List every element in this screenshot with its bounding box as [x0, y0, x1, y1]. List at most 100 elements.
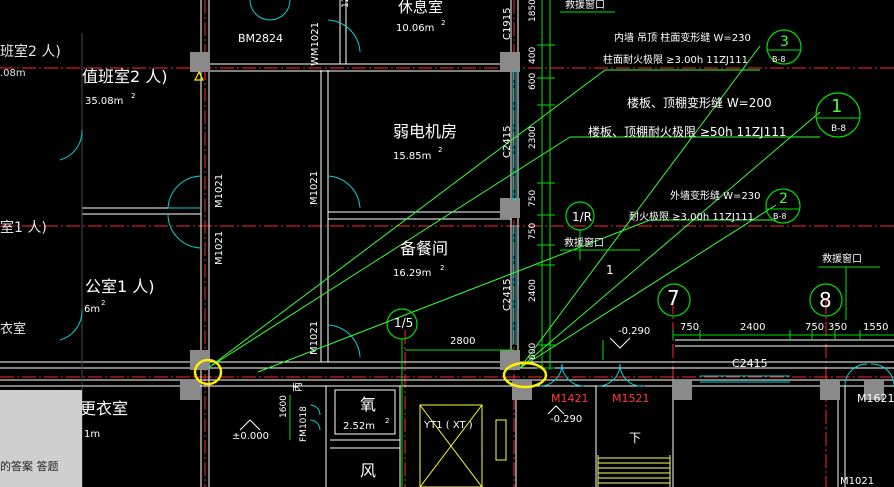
- overlay-text: 的答案 答题: [0, 460, 59, 473]
- door-swing-16: [309, 419, 321, 431]
- room-name-duty-left: 班室2 人): [0, 43, 61, 60]
- note-rescue-window-2: 救援窗口: [564, 236, 604, 249]
- room-name-elevator: YT1 ( XT ): [423, 420, 473, 431]
- room-name-dress-frag: 衣室: [0, 321, 26, 337]
- room-name-dress: 更衣室: [80, 399, 128, 418]
- elevator-shaft: [419, 404, 483, 487]
- room-area-office: 6m: [84, 304, 100, 315]
- door-swing-6: [249, 0, 291, 21]
- column-2: [190, 350, 210, 370]
- door-label-m1021-f: M1021: [840, 476, 874, 487]
- callout-2-circle: [765, 188, 801, 224]
- room-area-prep-sup: 2: [440, 264, 444, 272]
- door-swing-15: [309, 404, 321, 416]
- leader-2-b: [519, 204, 777, 369]
- room-area-top: 10.06m: [396, 23, 434, 34]
- door-label-m1021-c: M1021: [309, 171, 320, 205]
- leader-2-a: [257, 219, 651, 373]
- room-box-oxygen: [334, 389, 396, 435]
- callout-3-num: 3: [780, 34, 789, 50]
- column-9: [500, 198, 520, 218]
- axis-bubble-8: [809, 283, 843, 317]
- elevation-290-b: -0.290: [550, 414, 582, 425]
- dim-750-c: 750: [680, 322, 699, 333]
- door-swing-13: [844, 363, 868, 387]
- column-8: [864, 380, 884, 400]
- callout-1-circle: [815, 92, 861, 138]
- room-name-prep: 备餐间: [400, 239, 448, 258]
- callout-1-line2: 楼板、顶棚耐火极限 ≥50h 11ZJ111: [588, 124, 787, 139]
- column-4: [180, 380, 200, 400]
- dim-600-b: 600: [528, 343, 538, 360]
- door-label-m1021-b: M1021: [214, 231, 225, 265]
- window-label-c1915: C1915: [502, 8, 513, 40]
- overlay-panel: [0, 390, 82, 487]
- dim-2800: 2800: [450, 336, 475, 347]
- door-swing-5: [327, 19, 361, 53]
- axis-label-8: 8: [819, 288, 832, 312]
- room-area-oxygen: 2.52m: [343, 421, 375, 432]
- axis-label-7: 7: [667, 286, 680, 310]
- door-swing-3: [327, 175, 361, 209]
- dim-1600: 1600: [279, 395, 289, 418]
- column-1: [500, 52, 520, 72]
- room-name-top: 休息室: [398, 0, 443, 16]
- room-area-duty: 35.08m: [85, 96, 123, 107]
- dim-2400-v: 2400: [528, 279, 538, 302]
- door-swing-2: [167, 213, 202, 249]
- callout-2-line1: 外墙变形缝 W=230: [670, 189, 761, 202]
- dim-600: 600: [528, 73, 538, 90]
- door-swing-12: [619, 363, 646, 387]
- room-name-duty: 值班室2 人): [82, 67, 168, 86]
- column-5: [512, 380, 532, 400]
- room-area-duty-sup: 2: [131, 92, 135, 100]
- door-swing-8: [59, 309, 83, 341]
- axis-label-1-5: 1/5: [394, 316, 413, 330]
- note-one: 1: [606, 263, 614, 277]
- door-label-bm2824: BM2824: [238, 32, 283, 45]
- dim-400: 400: [528, 47, 538, 64]
- callout-2-line2: 耐火极限 ≥3.00h 11ZJ111: [629, 210, 754, 223]
- room-area-office-sup: 2: [101, 299, 105, 307]
- callout-3-circle: [766, 29, 802, 65]
- window-label-c2415-a: C2415: [502, 126, 513, 158]
- callout-1-num: 1: [831, 96, 842, 117]
- room-area-weak-elec-sup: 2: [438, 146, 442, 154]
- room-name-oxygen: 氧: [360, 395, 376, 414]
- elevation-290-a: -0.290: [618, 326, 650, 337]
- door-label-m1521: M1521: [612, 392, 650, 405]
- elevator-counterweight: [495, 419, 507, 461]
- room-name-wind: 风: [360, 461, 376, 480]
- note-rescue-window-3: 救援窗口: [822, 252, 862, 265]
- door-swing-4: [327, 324, 361, 358]
- leader-3-a: [207, 69, 606, 369]
- door-label-m1021-d: M1021: [309, 321, 320, 355]
- note-rescue-window-1: 救援窗口: [565, 0, 605, 11]
- door-label-m1021-a: M1021: [214, 174, 225, 208]
- dim-2400-h: 2400: [740, 322, 765, 333]
- callout-3-ref: B-8: [772, 55, 785, 64]
- elev-marker-0: [239, 419, 261, 431]
- room-area-duty-left: .08m: [0, 68, 26, 79]
- room-area-prep: 16.29m: [393, 268, 431, 279]
- room-area-top-sup: 2: [441, 19, 445, 27]
- column-7: [820, 380, 840, 400]
- axis-label-1-r: 1/R: [572, 210, 592, 224]
- elevation-0: ±0.000: [232, 431, 269, 442]
- callout-3-line1: 内墙 吊顶 柱面变形缝 W=230: [614, 31, 751, 44]
- column-0: [190, 52, 210, 72]
- dim-350: 350: [828, 322, 847, 333]
- room-name-office: 公室1 人): [85, 277, 155, 296]
- highlight-joint-left: [193, 358, 223, 386]
- door-label-m1621: M1621: [857, 392, 894, 405]
- dim-2300: 2300: [528, 126, 538, 149]
- room-mark-corridor: 丙: [293, 382, 304, 392]
- elevator-x-2: [419, 404, 483, 487]
- elev-marker-290b: [547, 405, 565, 415]
- room-area-oxygen-sup: 2: [385, 417, 389, 425]
- highlight-joint-right: [502, 361, 548, 389]
- room-area-dress: 1m: [84, 429, 100, 440]
- axis-bubble-7: [657, 283, 691, 317]
- leader-1-b: [519, 111, 821, 369]
